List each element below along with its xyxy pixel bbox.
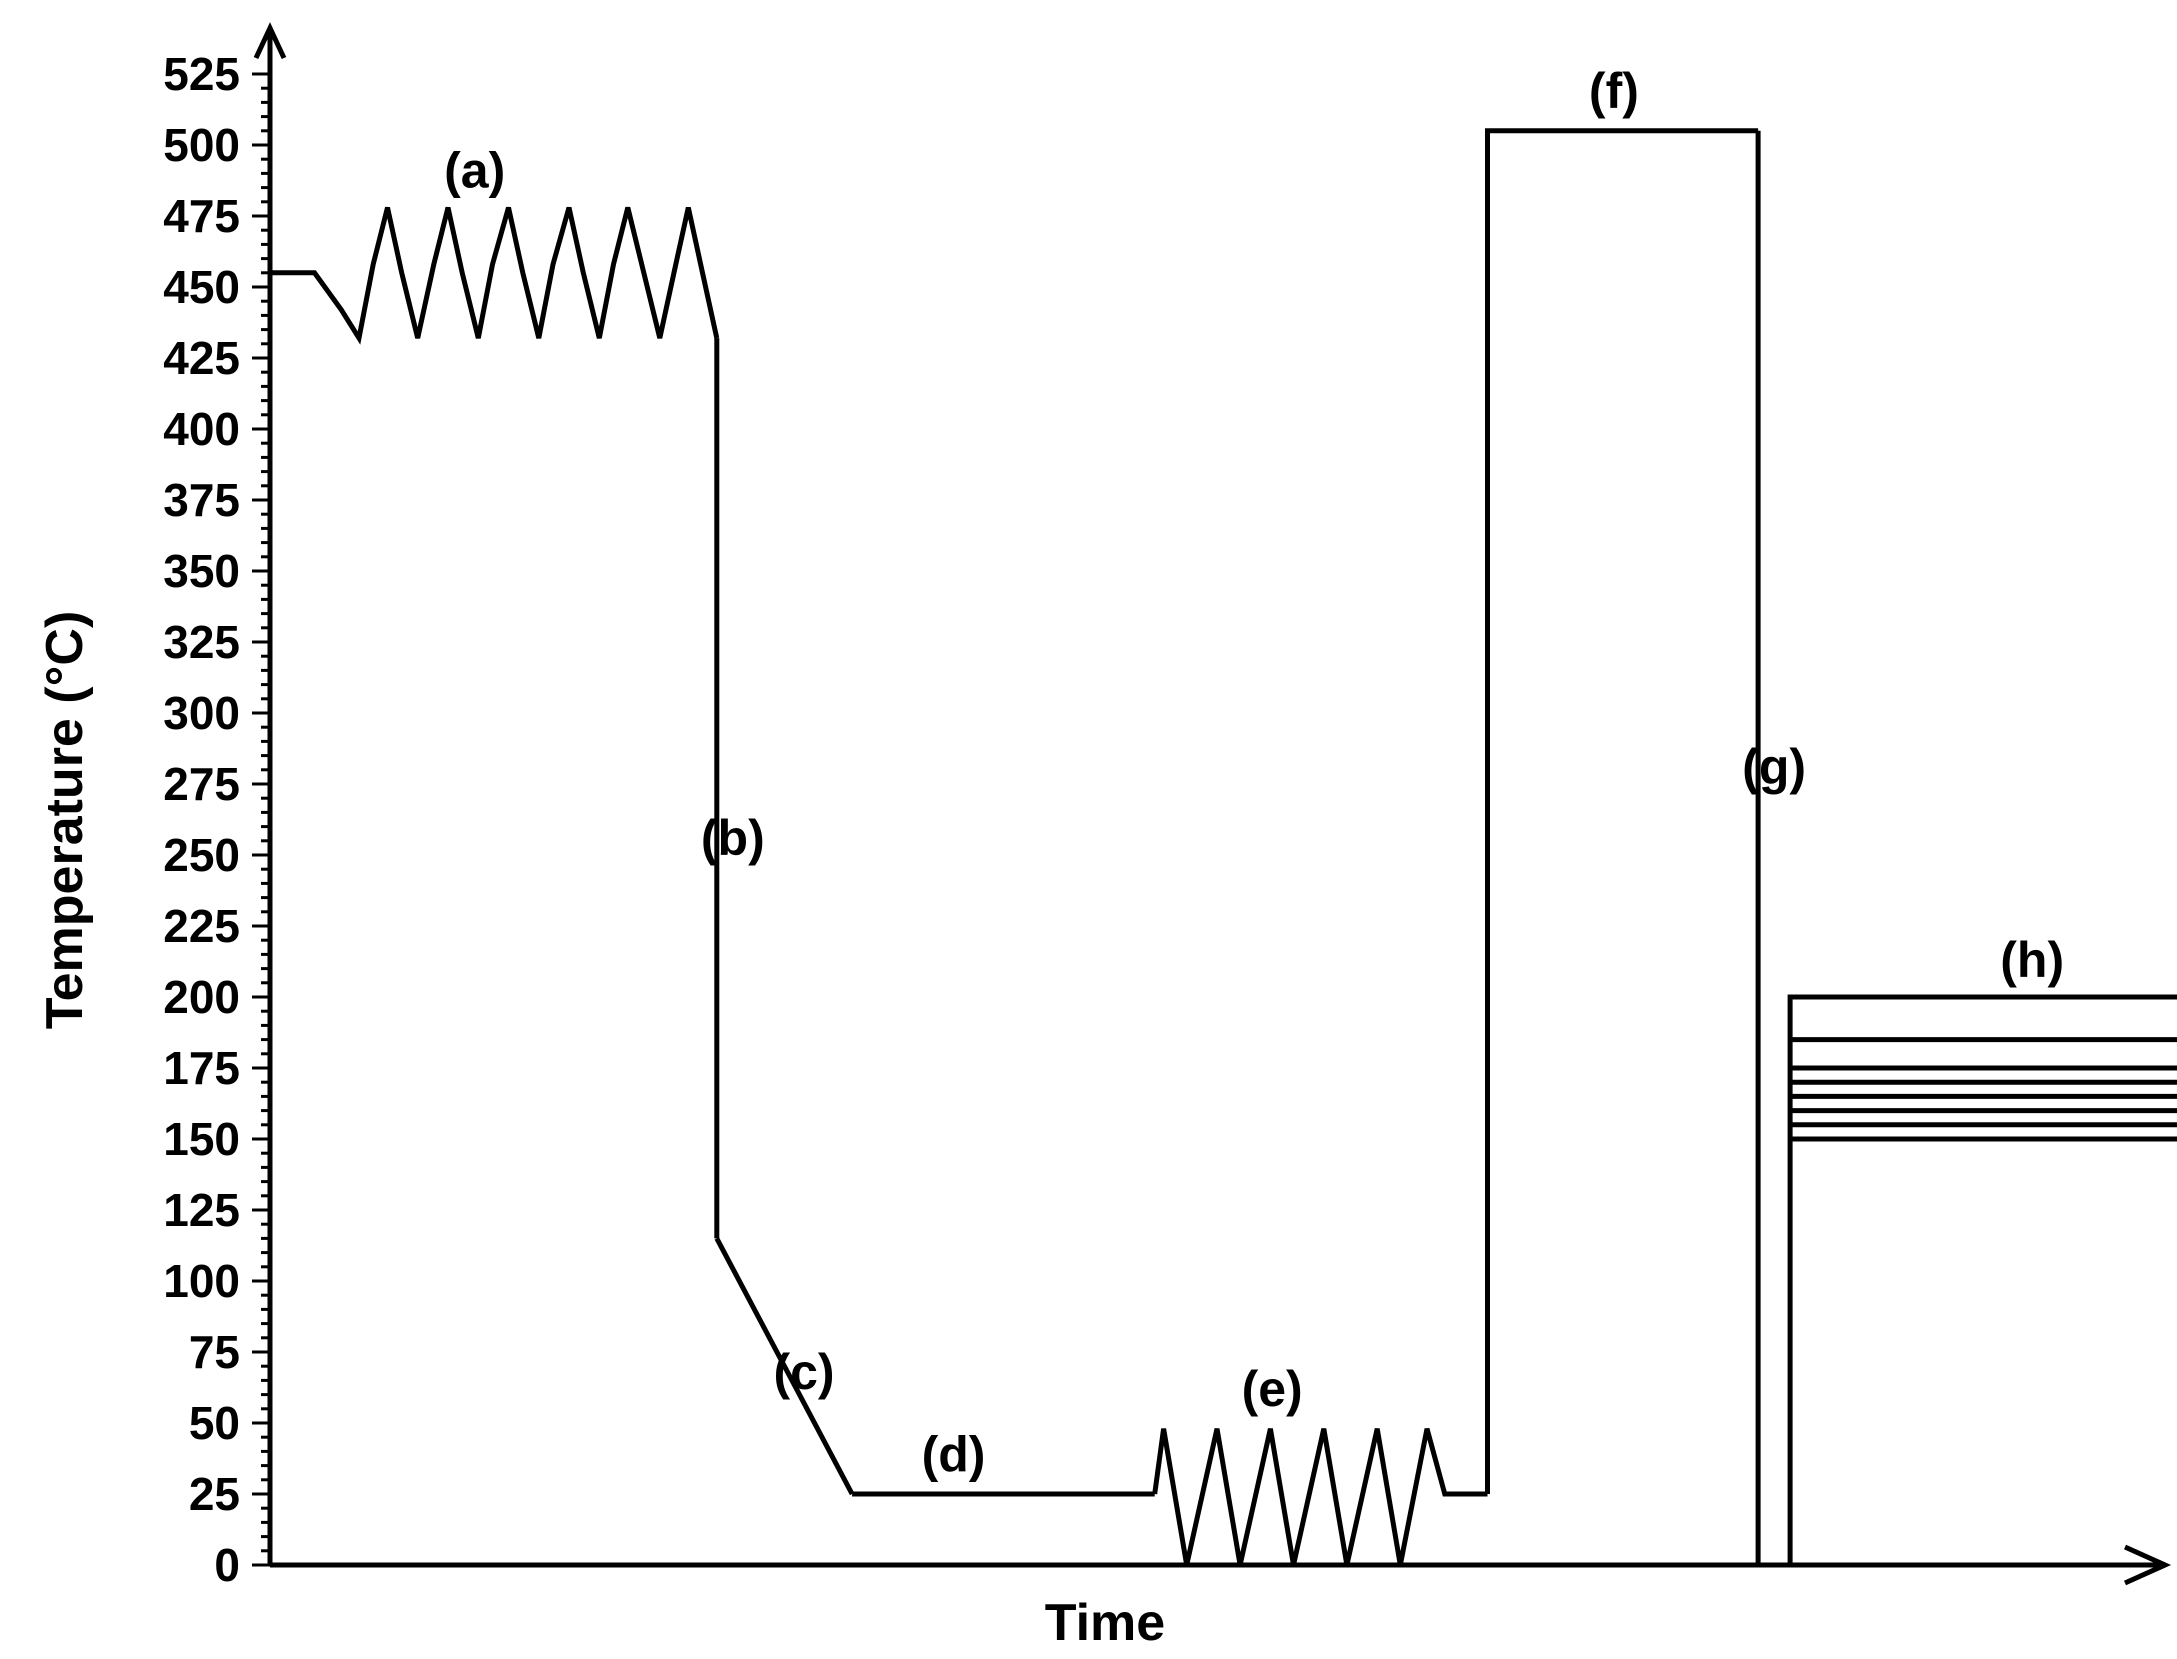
temperature-profile xyxy=(270,128,2177,1566)
y-tick-label: 225 xyxy=(163,900,240,952)
phase-labels: (a) (b) (c) (d) (e) (f) (g) (h) xyxy=(444,63,2064,1482)
y-tick-label: 125 xyxy=(163,1184,240,1236)
phase-label: (c) xyxy=(773,1344,834,1400)
y-tick-label: 400 xyxy=(163,403,240,455)
segment-c xyxy=(714,1237,855,1496)
y-tick-label: 175 xyxy=(163,1042,240,1094)
y-tick-label: 150 xyxy=(163,1113,240,1165)
segment-a xyxy=(270,206,720,345)
y-axis-arrow xyxy=(253,22,287,60)
y-tick-label: 350 xyxy=(163,545,240,597)
phase-label: (a) xyxy=(444,143,505,199)
y-tick-label: 450 xyxy=(163,261,240,313)
y-tick-label: 25 xyxy=(189,1468,240,1520)
y-tick-label: 500 xyxy=(163,119,240,171)
phase-label: (g) xyxy=(1742,739,1806,795)
y-tick-label: 300 xyxy=(163,687,240,739)
phase-label: (d) xyxy=(922,1426,986,1482)
x-axis-title: Time xyxy=(1045,1594,1165,1652)
y-tick-label: 475 xyxy=(163,190,240,242)
y-tick-label: 375 xyxy=(163,474,240,526)
y-axis: 0 25 50 75 100 125 150 175 200 225 250 275 300 325 350… xyxy=(163,22,287,1591)
segment-e xyxy=(1152,1428,1488,1566)
x-axis-arrow xyxy=(2123,1544,2172,1586)
segment-f xyxy=(1485,128,1759,1494)
y-tick-label: 50 xyxy=(189,1397,240,1449)
y-tick-label: 525 xyxy=(163,48,240,100)
y-tick-label: 425 xyxy=(163,332,240,384)
y-tick-label: 200 xyxy=(163,971,240,1023)
y-tick-label: 250 xyxy=(163,829,240,881)
y-axis-title: Temperature (°C) xyxy=(36,611,94,1030)
y-tick-label: 100 xyxy=(163,1255,240,1307)
x-axis xyxy=(270,1544,2172,1586)
y-tick-label: 75 xyxy=(189,1326,240,1378)
phase-label: (e) xyxy=(1242,1361,1303,1417)
phase-label: (h) xyxy=(2000,932,2064,988)
phase-label: (f) xyxy=(1589,63,1639,119)
y-tick-label: 325 xyxy=(163,616,240,668)
y-tick-label: 275 xyxy=(163,758,240,810)
y-tick-label: 0 xyxy=(214,1539,240,1591)
phase-label: (b) xyxy=(701,810,765,866)
